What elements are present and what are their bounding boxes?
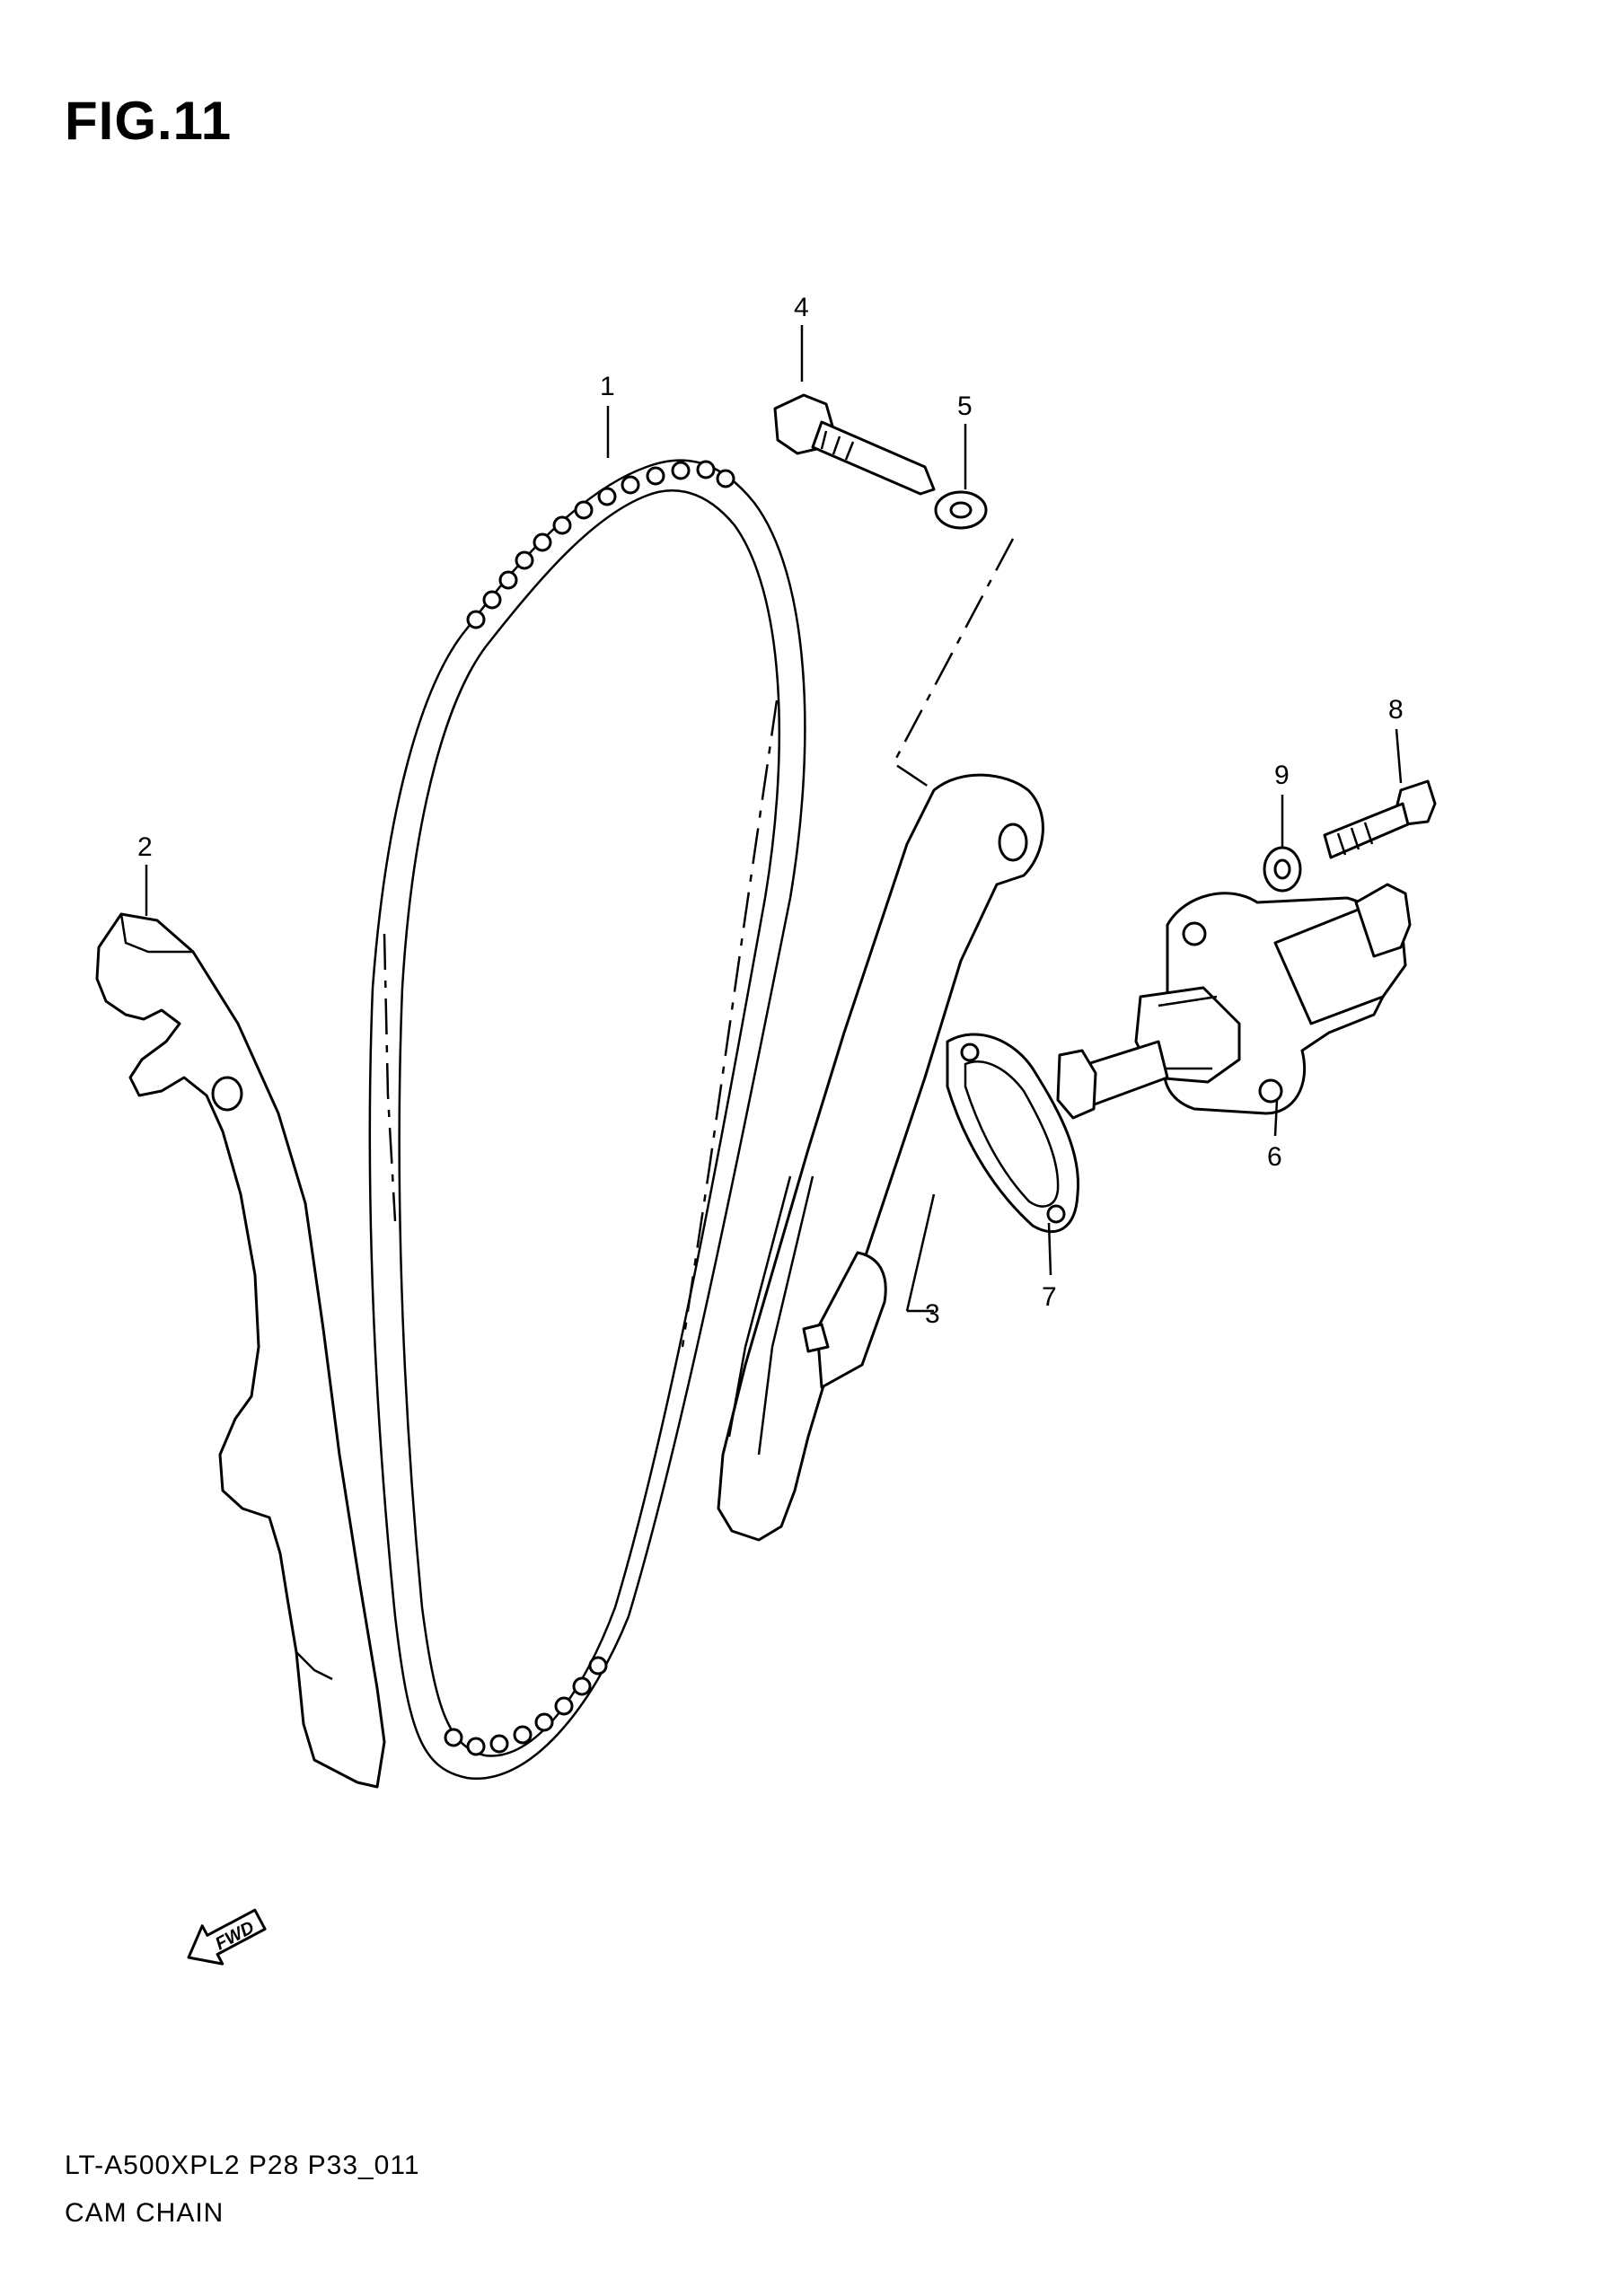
model-code: LT-A500XPL2 P28 P33_011 bbox=[65, 2151, 420, 2180]
tensioner-adjuster bbox=[1056, 883, 1412, 1120]
callout-labels: 1 2 3 4 5 6 7 8 9 bbox=[137, 293, 1404, 1329]
callout-4: 4 bbox=[794, 293, 809, 322]
washer-9 bbox=[1263, 846, 1302, 893]
callout-5: 5 bbox=[957, 391, 973, 421]
chain-links-upper bbox=[466, 460, 735, 629]
callout-2: 2 bbox=[137, 832, 153, 862]
chain-links-lower bbox=[444, 1656, 608, 1756]
adjuster-bolt bbox=[1323, 779, 1437, 859]
callout-9: 9 bbox=[1274, 761, 1290, 790]
cam-chain-tensioner-arm bbox=[717, 773, 1044, 1542]
cam-chain bbox=[368, 459, 806, 1781]
forward-arrow-icon: FWD bbox=[187, 1908, 267, 1966]
section-name: CAM CHAIN bbox=[65, 2198, 225, 2228]
cam-chain-guide-left bbox=[95, 912, 386, 1789]
callout-8: 8 bbox=[1388, 695, 1404, 725]
callout-1: 1 bbox=[600, 372, 615, 401]
gasket bbox=[946, 1033, 1080, 1234]
callout-3: 3 bbox=[925, 1299, 940, 1329]
tensioner-bolt bbox=[773, 393, 936, 496]
figure-title: FIG.11 bbox=[65, 91, 233, 151]
callout-7: 7 bbox=[1042, 1282, 1057, 1312]
leader-lines bbox=[145, 325, 1403, 1313]
callout-6: 6 bbox=[1267, 1142, 1282, 1172]
washer-5 bbox=[934, 490, 988, 530]
